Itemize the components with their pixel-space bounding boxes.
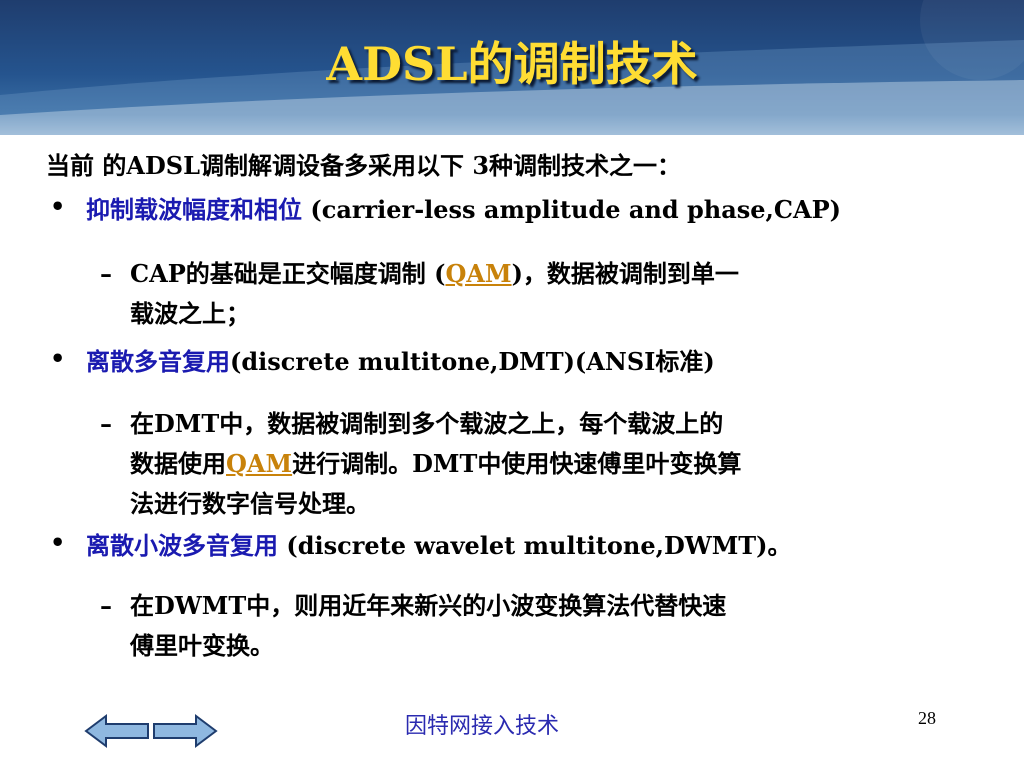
- dash-marker: –: [100, 259, 112, 288]
- bullet-item-dmt-en: (discrete multitone,DMT)(ANSI标准): [230, 347, 715, 376]
- bullet-item-cap-en: (carrier-less amplitude and phase,CAP): [302, 195, 842, 224]
- footer-text: 因特网接入技术: [405, 714, 560, 739]
- bullet-marker: •: [50, 192, 66, 221]
- sub-item-dmt-line1: 在DMT中，数据被调制到多个载波之上，每个载波上的: [130, 409, 724, 438]
- qam-link[interactable]: QAM: [445, 259, 512, 288]
- title-banner: ADSL的调制技术: [0, 0, 1024, 135]
- prev-slide-button[interactable]: [84, 714, 150, 752]
- page-number: 28: [918, 708, 936, 728]
- bullet-marker: •: [50, 344, 66, 373]
- sub-text: 进行调制。DMT中使用快速傅里叶变换算: [292, 449, 742, 478]
- bullet-item-dwmt: 离散小波多音复用 (discrete wavelet multitone,DWM…: [86, 528, 792, 564]
- left-arrow-icon: [84, 714, 149, 748]
- sub-item-dmt-line2: 数据使用QAM进行调制。DMT中使用快速傅里叶变换算: [130, 446, 741, 482]
- qam-link[interactable]: QAM: [226, 449, 293, 478]
- bullet-item-cap-cn: 抑制载波幅度和相位: [86, 195, 302, 224]
- bullet-item-dwmt-en: (discrete wavelet multitone,DWMT)。: [278, 531, 792, 560]
- right-arrow-icon: [153, 714, 218, 748]
- sub-text: 数据使用: [130, 449, 226, 478]
- intro-text: 当前 的ADSL调制解调设备多采用以下 3种调制技术之一：: [46, 151, 682, 180]
- dash-marker: –: [100, 591, 112, 620]
- bullet-item-dmt-cn: 离散多音复用: [86, 347, 230, 376]
- banner-decoration: [0, 0, 1024, 135]
- next-slide-button[interactable]: [152, 714, 218, 752]
- sub-text: CAP的基础是正交幅度调制 (: [130, 259, 446, 288]
- sub-item-dwmt-line1: 在DWMT中，则用近年来新兴的小波变换算法代替快速: [130, 591, 727, 620]
- dash-marker: –: [100, 409, 112, 438]
- bullet-item-cap: 抑制载波幅度和相位 (carrier-less amplitude and ph…: [86, 192, 841, 228]
- bullet-item-dmt: 离散多音复用(discrete multitone,DMT)(ANSI标准): [86, 344, 715, 380]
- bullet-marker: •: [50, 528, 66, 557]
- sub-text: )，数据被调制到单一: [511, 259, 739, 288]
- sub-item-dwmt-line2: 傅里叶变换。: [130, 631, 274, 660]
- bullet-item-dwmt-cn: 离散小波多音复用: [86, 531, 278, 560]
- sub-item-cap-line2: 载波之上；: [130, 299, 250, 328]
- slide-title: ADSL的调制技术: [326, 37, 698, 91]
- sub-item-dmt-line3: 法进行数字信号处理。: [130, 489, 370, 518]
- sub-item-cap-line1: CAP的基础是正交幅度调制 (QAM)，数据被调制到单一: [130, 256, 739, 292]
